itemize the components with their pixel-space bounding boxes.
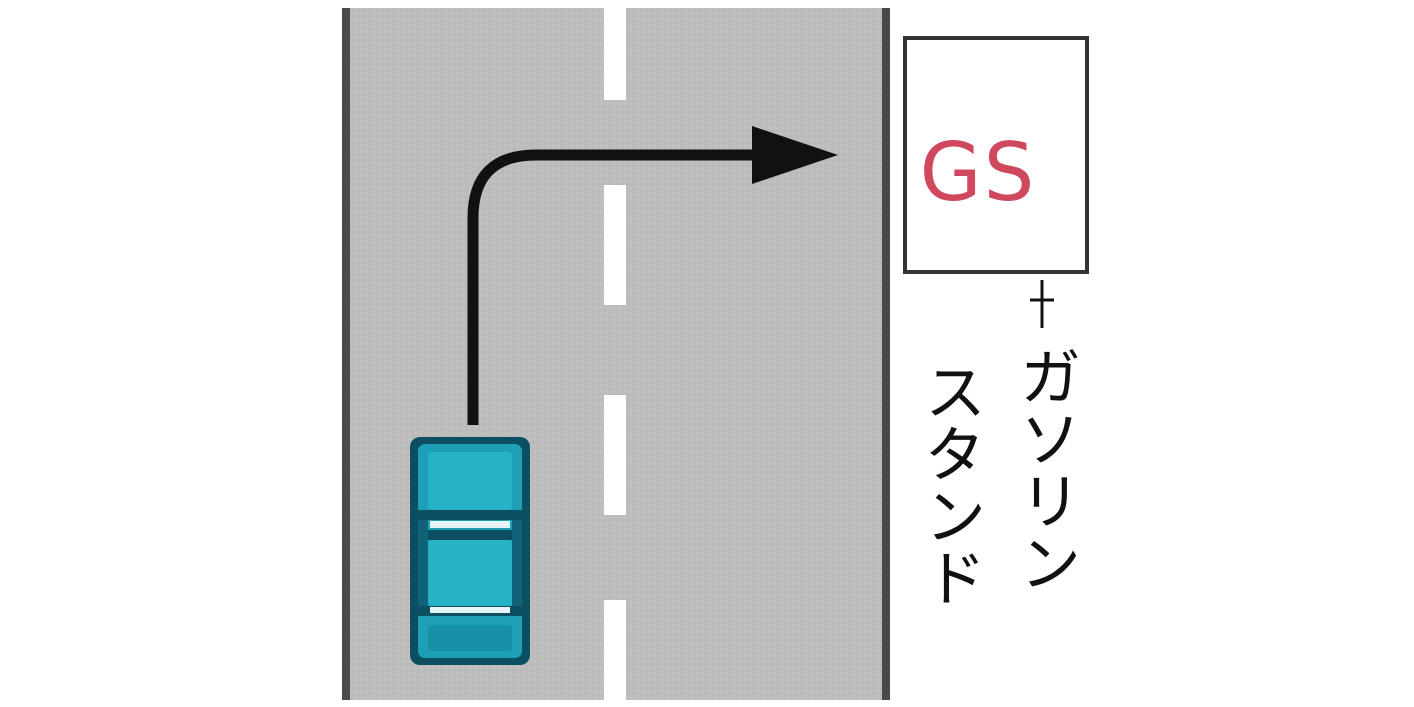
lane-dash <box>604 185 626 305</box>
road-edge-left <box>342 8 350 700</box>
lane-dash <box>604 395 626 515</box>
gas-station-label-line1: ガソリン <box>1009 345 1082 593</box>
road-edge-right <box>882 8 890 700</box>
gas-station-sign: GS <box>903 36 1089 274</box>
lane-dash <box>604 600 626 700</box>
right-turn-arrow-icon <box>467 126 838 425</box>
car-icon <box>410 437 530 665</box>
lane-dash <box>604 8 626 100</box>
gas-station-label-line2: スタンド <box>914 360 987 608</box>
gas-station-sign-text: GS <box>920 126 1037 219</box>
label-pointer <box>1030 280 1054 328</box>
center-lane-line <box>604 8 626 700</box>
